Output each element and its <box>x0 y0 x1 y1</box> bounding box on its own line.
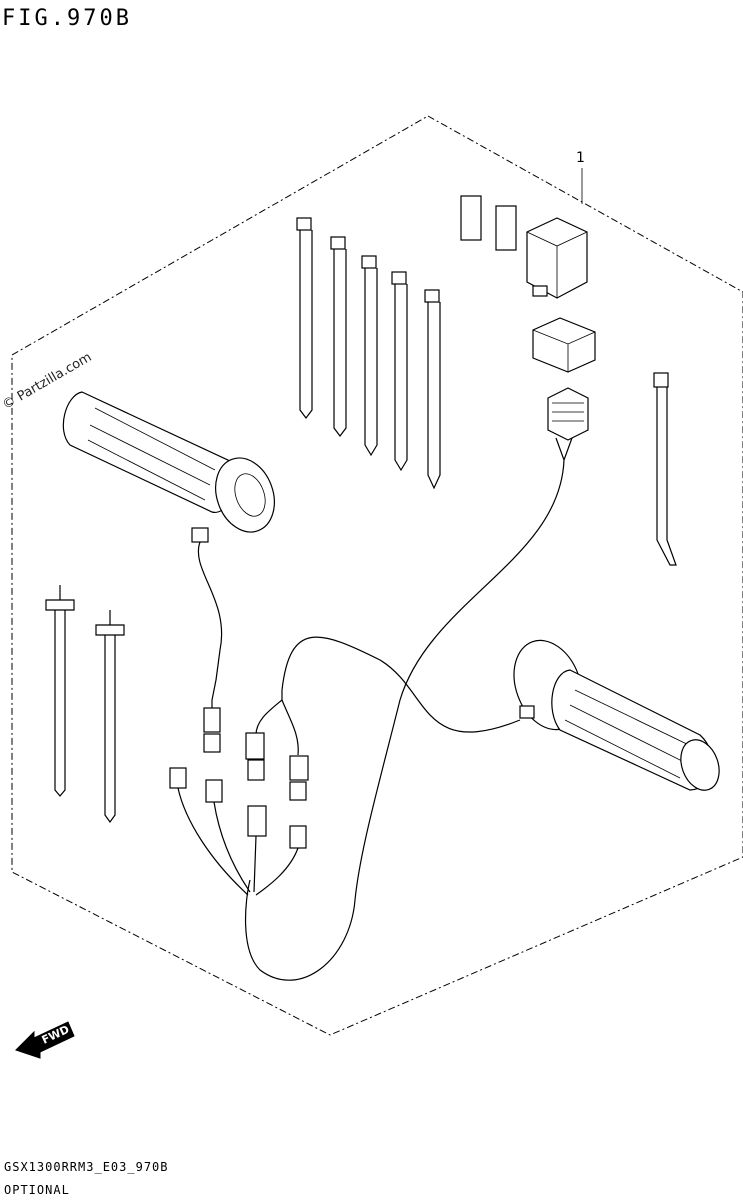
connector-housing <box>532 317 596 373</box>
bolt-fasteners <box>45 585 125 824</box>
cable-tie-6 <box>653 372 677 566</box>
fwd-arrow-icon: FWD <box>15 1021 75 1059</box>
cable-tie-2 <box>330 236 347 437</box>
cable-tie-5 <box>424 289 441 490</box>
right-heated-grip <box>513 639 720 791</box>
bolt-fastener-1 <box>45 585 75 797</box>
callout-number: 1 <box>576 150 585 166</box>
harness-main <box>245 459 565 981</box>
figure-title: FIG.970B <box>2 6 132 31</box>
multi-pin-connector <box>547 387 589 462</box>
cable-tie-3 <box>361 255 378 457</box>
left-heated-grip <box>62 391 275 543</box>
cable-tie-4 <box>391 271 408 472</box>
harness-left-grip <box>197 541 223 681</box>
bolt-fastener-2 <box>95 610 125 824</box>
switch-unit <box>526 217 588 299</box>
tape-pad-2 <box>495 205 517 251</box>
tape-pads <box>460 195 517 251</box>
harness-right-grip <box>281 636 521 733</box>
tape-pad-1 <box>460 195 482 241</box>
footer-label: OPTIONAL <box>4 1183 70 1197</box>
kit-boundary <box>11 115 743 1036</box>
cable-ties <box>296 217 677 566</box>
cable-tie-1 <box>296 217 313 419</box>
footer-model-code: GSX1300RRM3_E03_970B <box>4 1160 169 1174</box>
connector-branches <box>169 679 309 896</box>
